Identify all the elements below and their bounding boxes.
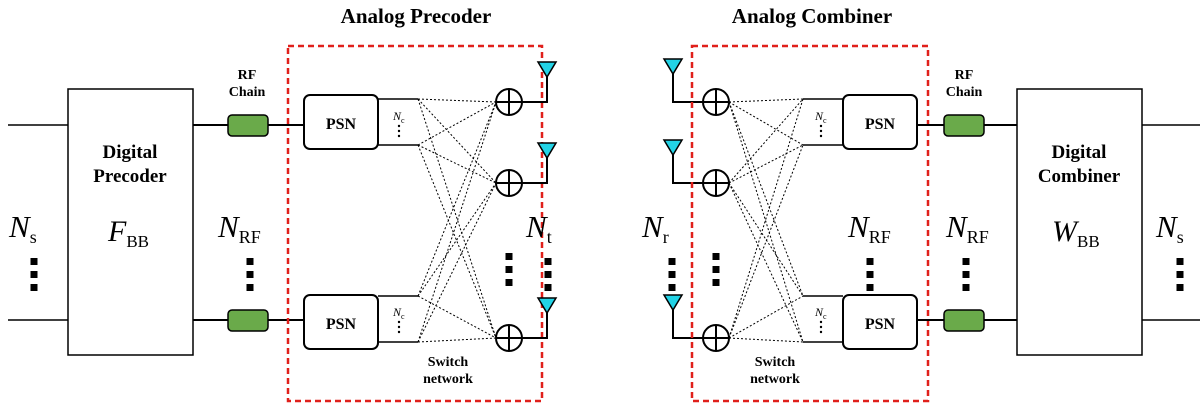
rf-chain-right-top bbox=[943, 114, 985, 137]
antenna-tx-3 bbox=[537, 297, 557, 334]
analog-precoder-box bbox=[286, 44, 544, 403]
rf-chain-left-label-1: RF bbox=[238, 68, 257, 83]
digital-precoder-label-1: Digital bbox=[103, 142, 158, 163]
nc-rx-top: Nc bbox=[814, 109, 827, 125]
nr-label: Nr bbox=[641, 209, 669, 247]
adder-tx-1 bbox=[495, 88, 523, 116]
psn-rx-top bbox=[842, 94, 918, 150]
antenna-rx-1 bbox=[663, 58, 683, 95]
rx-adder-dots bbox=[712, 253, 720, 286]
switch-network-tx-label-2: network bbox=[423, 372, 473, 387]
ns-right-label: Ns bbox=[1155, 209, 1184, 247]
analog-combiner-title: Analog Combiner bbox=[732, 4, 892, 28]
rf-chain-right-label-2: Chain bbox=[946, 85, 983, 100]
nc-tx-top-dots bbox=[397, 124, 401, 138]
antenna-rx-3 bbox=[663, 294, 683, 331]
antenna-rx-2 bbox=[663, 139, 683, 176]
switch-network-rx bbox=[728, 98, 804, 343]
switch-network-rx-label-2: network bbox=[750, 372, 800, 387]
digital-precoder-block bbox=[67, 88, 194, 356]
nrf-left-label: NRF bbox=[217, 209, 261, 247]
adder-tx-2 bbox=[495, 169, 523, 197]
nt-dots bbox=[544, 258, 552, 291]
antenna-tx-2 bbox=[537, 142, 557, 179]
nrf-combiner-label: NRF bbox=[847, 209, 891, 247]
psn-rx-top-label: PSN bbox=[865, 116, 896, 133]
rf-chain-left-bottom bbox=[227, 309, 269, 332]
psn-tx-top bbox=[303, 94, 379, 150]
rf-chain-left-label-2: Chain bbox=[229, 85, 266, 100]
nc-tx-top: Nc bbox=[392, 109, 405, 125]
nrf-combiner-dots bbox=[866, 258, 874, 291]
digital-precoder-label-2: Precoder bbox=[93, 166, 167, 187]
nc-rx-bottom-dots bbox=[819, 320, 823, 334]
adder-tx-3 bbox=[495, 324, 523, 352]
switch-network-tx bbox=[417, 98, 497, 343]
psn-tx-top-label: PSN bbox=[326, 116, 357, 133]
rf-chain-right-label-1: RF bbox=[955, 68, 974, 83]
ns-left-dots bbox=[30, 258, 38, 291]
nrf-right-label: NRF bbox=[945, 209, 989, 247]
analog-precoder-title: Analog Precoder bbox=[341, 4, 492, 28]
tx-adder-dots bbox=[505, 253, 513, 286]
psn-tx-bottom bbox=[303, 294, 379, 350]
rf-chain-right-bottom bbox=[943, 309, 985, 332]
wbb-label: WBB bbox=[1052, 215, 1100, 251]
antenna-tx-1 bbox=[537, 61, 557, 98]
analog-combiner-box bbox=[690, 44, 930, 403]
nt-label: Nt bbox=[525, 209, 552, 247]
nc-tx-bottom: Nc bbox=[392, 305, 405, 321]
rf-chain-left-top bbox=[227, 114, 269, 137]
digital-combiner-label-2: Combiner bbox=[1038, 166, 1121, 187]
nrf-right-dots bbox=[962, 258, 970, 291]
digital-combiner-block bbox=[1016, 88, 1143, 356]
nc-rx-top-dots bbox=[819, 124, 823, 138]
ns-left-label: Ns bbox=[8, 209, 37, 247]
psn-tx-bottom-label: PSN bbox=[326, 316, 357, 333]
adder-rx-1 bbox=[702, 88, 730, 116]
nrf-left-dots bbox=[246, 258, 254, 291]
psn-rx-bottom bbox=[842, 294, 918, 350]
nc-rx-bottom: Nc bbox=[814, 305, 827, 321]
digital-combiner-label-1: Digital bbox=[1052, 142, 1107, 163]
switch-network-rx-label-1: Switch bbox=[755, 355, 796, 370]
nc-tx-bottom-dots bbox=[397, 320, 401, 334]
ns-right-dots bbox=[1176, 258, 1184, 291]
adder-rx-3 bbox=[702, 324, 730, 352]
nr-dots bbox=[668, 258, 676, 291]
switch-network-tx-label-1: Switch bbox=[428, 355, 469, 370]
adder-rx-2 bbox=[702, 169, 730, 197]
fbb-label: FBB bbox=[107, 215, 149, 251]
psn-rx-bottom-label: PSN bbox=[865, 316, 896, 333]
